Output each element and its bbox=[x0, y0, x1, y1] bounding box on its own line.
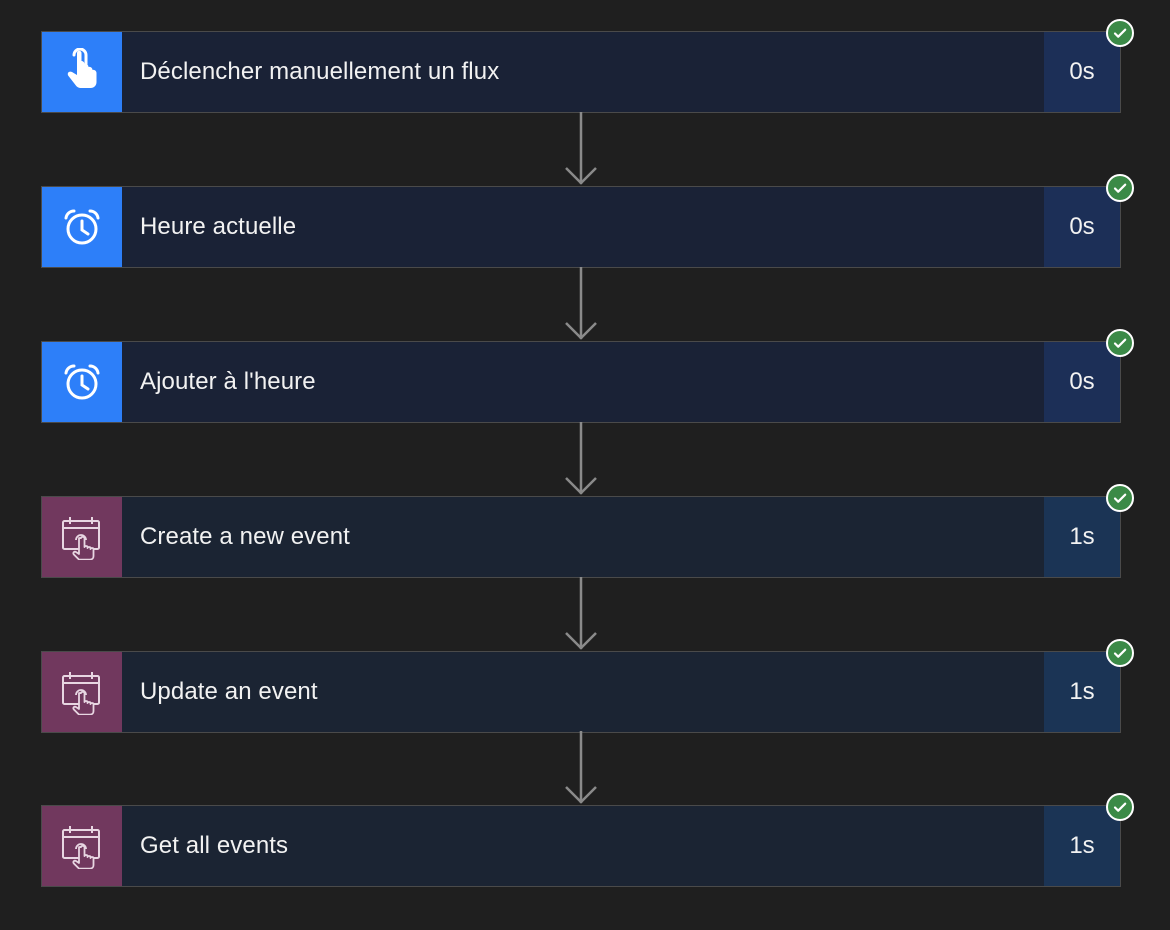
flow-step-manual-trigger[interactable]: Déclencher manuellement un flux 0s bbox=[41, 19, 1134, 113]
flow-step-current-time[interactable]: Heure actuelle 0s bbox=[41, 174, 1134, 268]
alarm-clock-icon bbox=[42, 342, 122, 422]
step-title: Update an event bbox=[122, 652, 1044, 732]
touch-hand-icon bbox=[42, 32, 122, 112]
alarm-clock-icon bbox=[42, 187, 122, 267]
flow-step-get-all-events[interactable]: Get all events 1s bbox=[41, 793, 1134, 887]
calendar-touch-icon bbox=[42, 806, 122, 886]
success-check-icon bbox=[1106, 793, 1134, 821]
success-check-icon bbox=[1106, 19, 1134, 47]
step-title: Create a new event bbox=[122, 497, 1044, 577]
step-duration: 0s bbox=[1044, 32, 1120, 112]
step-duration: 1s bbox=[1044, 806, 1120, 886]
calendar-touch-icon bbox=[42, 497, 122, 577]
success-check-icon bbox=[1106, 329, 1134, 357]
flow-step-create-event[interactable]: Create a new event 1s bbox=[41, 484, 1134, 578]
step-duration: 1s bbox=[1044, 497, 1120, 577]
success-check-icon bbox=[1106, 639, 1134, 667]
step-duration: 0s bbox=[1044, 187, 1120, 267]
flow-step-add-to-time[interactable]: Ajouter à l'heure 0s bbox=[41, 329, 1134, 423]
step-duration: 0s bbox=[1044, 342, 1120, 422]
calendar-touch-icon bbox=[42, 652, 122, 732]
step-title: Heure actuelle bbox=[122, 187, 1044, 267]
success-check-icon bbox=[1106, 484, 1134, 512]
step-title: Get all events bbox=[122, 806, 1044, 886]
connector-arrow-icon bbox=[565, 577, 597, 650]
connector-arrow-icon bbox=[565, 731, 597, 804]
connector-arrow-icon bbox=[565, 267, 597, 340]
step-duration: 1s bbox=[1044, 652, 1120, 732]
step-title: Déclencher manuellement un flux bbox=[122, 32, 1044, 112]
step-title: Ajouter à l'heure bbox=[122, 342, 1044, 422]
connector-arrow-icon bbox=[565, 422, 597, 495]
connector-arrow-icon bbox=[565, 112, 597, 185]
flow-step-update-event[interactable]: Update an event 1s bbox=[41, 639, 1134, 733]
success-check-icon bbox=[1106, 174, 1134, 202]
